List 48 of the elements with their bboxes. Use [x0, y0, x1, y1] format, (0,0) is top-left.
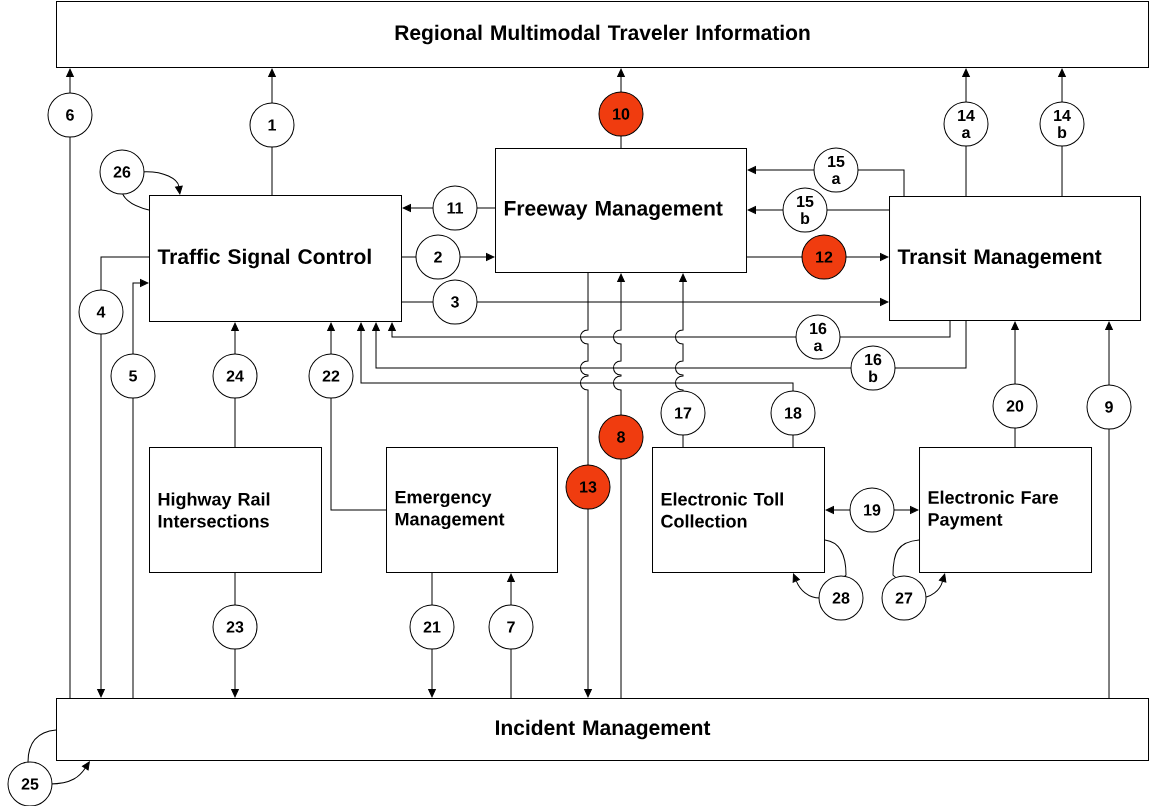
arrow — [66, 68, 74, 699]
system-box: Highway Rail Intersections — [149, 447, 322, 573]
system-box: Emergency Management — [386, 447, 558, 573]
flow-number: 9 — [1086, 384, 1132, 430]
arrow — [132, 279, 149, 699]
arrow — [97, 256, 150, 698]
system-box: Transit Management — [889, 196, 1141, 321]
system-box: Traffic Signal Control — [149, 195, 402, 322]
flow-number: 5 — [110, 353, 156, 399]
flow-number: 13 — [565, 464, 611, 510]
flow-number: 15 a — [813, 147, 859, 193]
flow-number: 26 — [99, 149, 145, 195]
flow-number: 10 — [598, 91, 644, 137]
flow-number: 3 — [432, 279, 478, 325]
flow-number: 27 — [881, 575, 927, 621]
flow-number: 6 — [47, 92, 93, 138]
arrow — [372, 320, 967, 369]
flow-number: 12 — [801, 234, 847, 280]
flow-number: 18 — [770, 390, 816, 436]
flow-number: 25 — [7, 761, 53, 806]
flow-number: 24 — [212, 353, 258, 399]
system-box: Electronic Fare Payment — [919, 447, 1092, 573]
flow-number: 14 b — [1039, 101, 1085, 147]
flow-number: 23 — [212, 604, 258, 650]
flow-number: 15 b — [782, 187, 828, 233]
flow-number: 7 — [488, 604, 534, 650]
flow-number: 19 — [849, 487, 895, 533]
flow-number: 16 b — [850, 345, 896, 391]
flow-number: 4 — [78, 289, 124, 335]
arrow — [388, 320, 951, 338]
flow-number: 28 — [818, 575, 864, 621]
flow-number: 1 — [249, 102, 295, 148]
flow-number: 17 — [660, 390, 706, 436]
flow-number: 11 — [432, 185, 478, 231]
flow-number: 2 — [415, 234, 461, 280]
system-box: Regional Multimodal Traveler Information — [56, 1, 1149, 68]
flow-number: 21 — [409, 604, 455, 650]
arrow — [580, 272, 592, 698]
flow-number: 14 a — [943, 101, 989, 147]
flow-number: 8 — [598, 414, 644, 460]
flow-number: 20 — [992, 383, 1038, 429]
arrow — [401, 298, 889, 306]
system-box: Electronic Toll Collection — [652, 447, 825, 573]
arrow — [613, 273, 625, 699]
system-box: Incident Management — [56, 698, 1149, 761]
system-box: Freeway Management — [495, 148, 747, 273]
flow-number: 16 a — [795, 314, 841, 360]
flow-number: 22 — [308, 353, 354, 399]
